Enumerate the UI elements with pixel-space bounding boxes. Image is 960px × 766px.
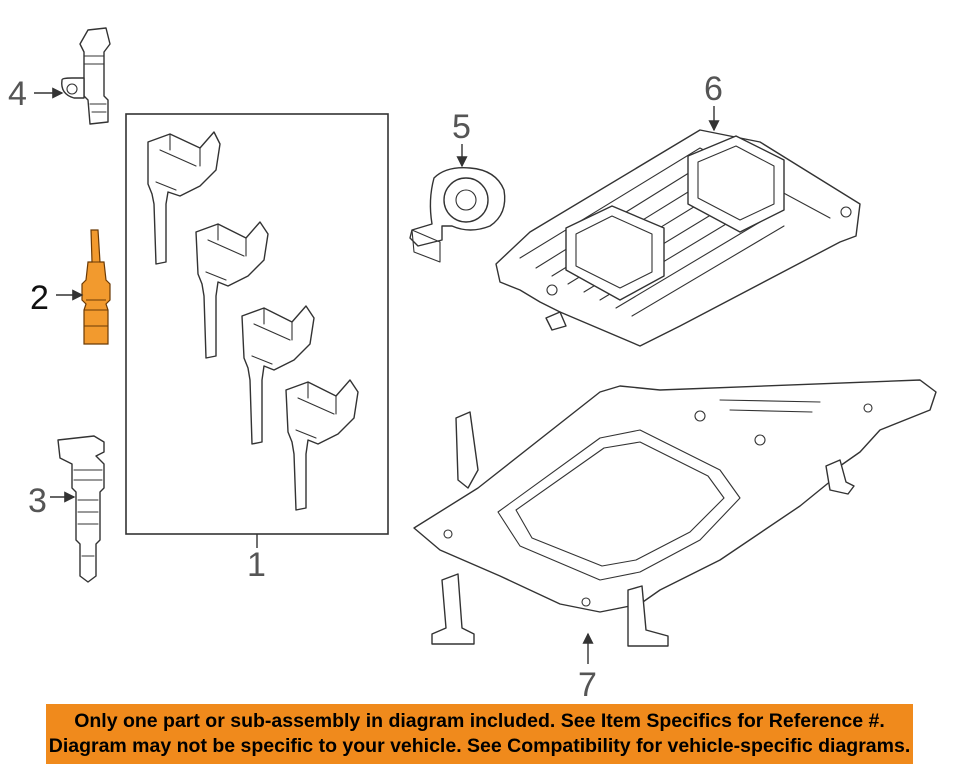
coil-part-3 bbox=[57, 435, 105, 583]
knock-sensor-part-5 bbox=[409, 167, 506, 263]
callout-6: 6 bbox=[704, 70, 723, 108]
callout-4: 4 bbox=[8, 75, 27, 113]
bracket-part-7 bbox=[413, 379, 937, 647]
disclaimer-line-1: Only one part or sub-assembly in diagram… bbox=[74, 710, 885, 732]
disclaimer-line-2: Diagram may not be specific to your vehi… bbox=[48, 735, 911, 757]
sensor-part-4 bbox=[61, 27, 111, 125]
callout-5: 5 bbox=[452, 108, 471, 146]
callout-1: 1 bbox=[247, 546, 266, 584]
disclaimer-banner: Only one part or sub-assembly in diagram… bbox=[46, 704, 913, 764]
callout-3: 3 bbox=[28, 482, 47, 520]
coil-set-part-1 bbox=[147, 131, 359, 511]
spark-plug-part-2 bbox=[81, 229, 111, 345]
callout-7: 7 bbox=[578, 666, 597, 704]
callout-2: 2 bbox=[30, 279, 49, 317]
ecm-part-6 bbox=[495, 129, 861, 347]
